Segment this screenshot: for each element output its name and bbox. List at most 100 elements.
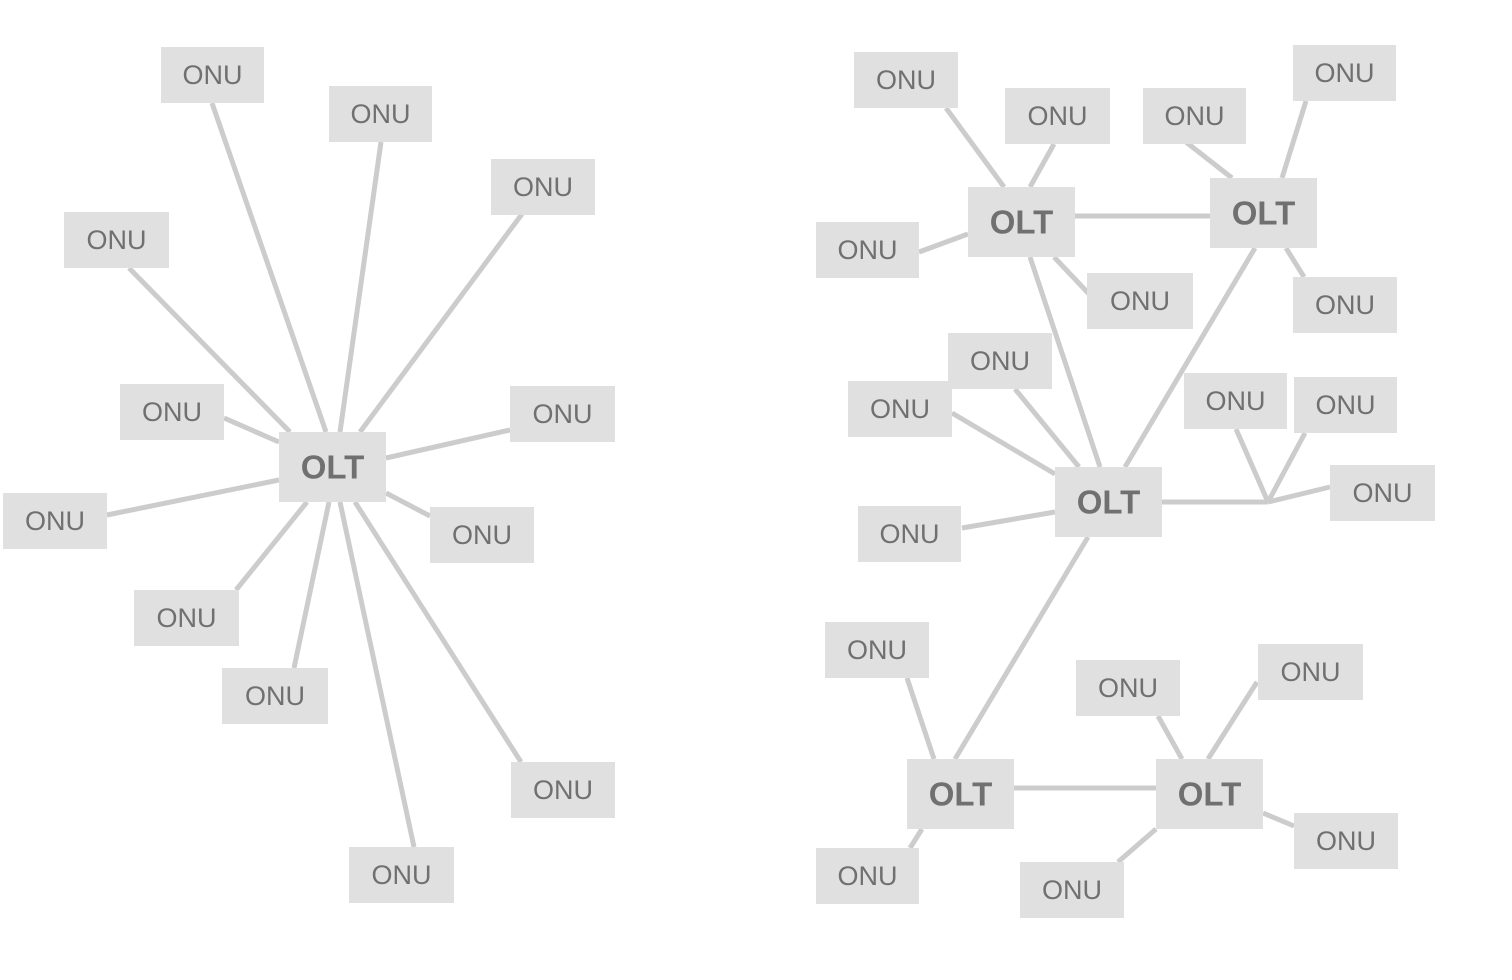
onu-label: ONU <box>1165 101 1225 131</box>
onu-box <box>3 493 107 549</box>
onu-node-l5: ONU <box>120 384 224 440</box>
onu-label: ONU <box>157 603 217 633</box>
onu-box <box>848 381 952 437</box>
link-32 <box>904 677 937 760</box>
onu-label: ONU <box>1206 386 1266 416</box>
nodes-layer: OLT ONU ONU ONU ONU ONU ONU ONU ONU ONU ONU ONU ONU O… <box>3 45 1435 918</box>
link-16 <box>952 535 1091 761</box>
onu-node-l4: ONU <box>64 212 169 268</box>
onu-box <box>120 384 224 440</box>
link-18 <box>943 106 1007 189</box>
onu-node-r10: ONU <box>1184 373 1287 429</box>
olt-label: OLT <box>1232 195 1296 232</box>
link-5 <box>223 415 280 445</box>
onu-box <box>1258 644 1363 700</box>
onu-label: ONU <box>838 861 898 891</box>
onu-label: ONU <box>372 860 432 890</box>
olt-label: OLT <box>1077 484 1141 521</box>
onu-label: ONU <box>1098 673 1158 703</box>
onu-box <box>825 622 929 678</box>
link-35 <box>1205 680 1260 761</box>
onu-node-r13: ONU <box>858 506 961 562</box>
onu-label: ONU <box>183 60 243 90</box>
onu-box <box>816 222 919 278</box>
onu-box <box>1294 813 1398 869</box>
onu-node-r9: ONU <box>848 381 952 437</box>
onu-label: ONU <box>1316 390 1376 420</box>
onu-box <box>858 506 961 562</box>
olt-box <box>1210 178 1317 248</box>
onu-box <box>430 507 534 563</box>
onu-node-l8: ONU <box>430 507 534 563</box>
link-11 <box>352 500 524 764</box>
olt-node-olt-a: OLT <box>279 432 386 502</box>
onu-box <box>64 212 169 268</box>
onu-node-l2: ONU <box>329 86 432 142</box>
link-9 <box>234 500 309 592</box>
onu-label: ONU <box>452 520 512 550</box>
onu-node-l1: ONU <box>161 47 264 103</box>
onu-label: ONU <box>970 346 1030 376</box>
onu-box <box>1184 373 1287 429</box>
onu-node-l7: ONU <box>3 493 107 549</box>
onu-node-r5: ONU <box>816 222 919 278</box>
onu-box <box>510 386 615 442</box>
onu-node-r14: ONU <box>825 622 929 678</box>
onu-node-r4: ONU <box>1293 45 1396 101</box>
link-15 <box>1122 246 1258 469</box>
olt-node-olt-e: OLT <box>907 759 1014 829</box>
olt-label: OLT <box>1178 776 1242 813</box>
onu-box <box>1330 465 1435 521</box>
link-26 <box>950 410 1057 477</box>
links-layer <box>106 100 1331 864</box>
olt-node-olt-d: OLT <box>1055 467 1162 537</box>
link-31 <box>1265 431 1308 504</box>
onu-label: ONU <box>1315 290 1375 320</box>
onu-node-r7: ONU <box>1293 277 1397 333</box>
link-33 <box>907 827 925 850</box>
onu-box <box>1293 45 1396 101</box>
onu-label: ONU <box>513 172 573 202</box>
link-27 <box>961 509 1056 531</box>
onu-box <box>329 86 432 142</box>
onu-box <box>511 762 615 818</box>
onu-node-l12: ONU <box>349 847 454 903</box>
onu-label: ONU <box>1316 826 1376 856</box>
olt-node-olt-f: OLT <box>1156 759 1263 829</box>
onu-label: ONU <box>25 506 85 536</box>
onu-node-r3: ONU <box>1143 88 1246 144</box>
onu-node-r6: ONU <box>1087 273 1193 329</box>
onu-label: ONU <box>1315 58 1375 88</box>
onu-label: ONU <box>870 394 930 424</box>
onu-label: ONU <box>1281 657 1341 687</box>
link-19 <box>1027 142 1057 189</box>
onu-box <box>491 159 595 215</box>
link-21 <box>1052 255 1092 297</box>
onu-node-r8: ONU <box>948 333 1052 389</box>
onu-label: ONU <box>87 225 147 255</box>
onu-label: ONU <box>880 519 940 549</box>
onu-box <box>816 848 919 904</box>
link-22 <box>1184 140 1234 180</box>
onu-box <box>1087 273 1193 329</box>
link-6 <box>385 427 511 461</box>
onu-label: ONU <box>533 399 593 429</box>
link-30 <box>1233 427 1271 504</box>
olt-node-olt-c: OLT <box>1210 178 1317 248</box>
onu-box <box>134 590 239 646</box>
onu-node-r19: ONU <box>1020 862 1124 918</box>
onu-node-r17: ONU <box>1294 813 1398 869</box>
link-10 <box>291 501 332 669</box>
link-8 <box>384 490 432 519</box>
olt-label: OLT <box>990 204 1054 241</box>
link-12 <box>337 501 417 848</box>
link-3 <box>357 212 525 434</box>
olt-box <box>279 432 386 502</box>
onu-node-l11: ONU <box>511 762 615 818</box>
olt-box <box>1156 759 1263 829</box>
onu-label: ONU <box>533 775 593 805</box>
onu-node-l6: ONU <box>510 386 615 442</box>
onu-label: ONU <box>351 99 411 129</box>
olt-node-olt-b: OLT <box>968 187 1075 257</box>
